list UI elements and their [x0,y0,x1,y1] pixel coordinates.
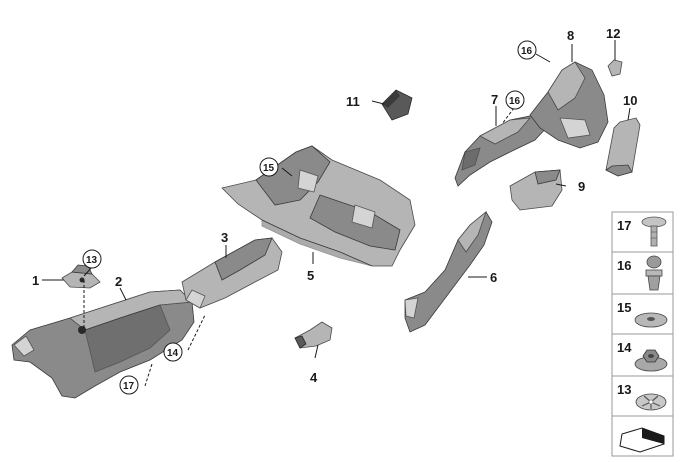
label-11: 11 [346,94,360,109]
push-rivet-icon [641,216,667,247]
expanding-rivet-icon [645,255,663,291]
part-9-panel[interactable] [509,169,563,211]
label-5: 5 [307,268,314,283]
part-4-pad[interactable] [294,321,333,349]
part-1-bracket[interactable] [61,264,101,289]
circle-16-upper: 16 [521,46,533,57]
legend-15-num: 15 [617,300,631,315]
label-6: 6 [490,270,497,285]
circle-13: 13 [86,255,98,266]
fastener-legend: 17 16 15 14 13 [611,211,674,457]
label-10: 10 [623,93,637,108]
spring-clip-icon [635,393,667,411]
label-9: 9 [578,179,585,194]
label-7: 7 [491,92,498,107]
part-3-heat-shield[interactable] [181,237,283,309]
leader-lines [42,40,631,387]
label-1: 1 [32,273,39,288]
hex-nut-icon [634,349,668,372]
part-6-side-panel[interactable] [404,210,493,333]
label-4: 4 [310,370,318,385]
label-2: 2 [115,274,122,289]
label-3: 3 [221,230,228,245]
circled-callouts: 13 14 15 16 16 17 [82,40,537,395]
label-12: 12 [606,26,620,41]
part-8-insulation[interactable] [529,61,609,149]
circle-17: 17 [123,381,135,392]
legend-14-num: 14 [617,340,632,355]
circle-16-lower: 16 [509,96,521,107]
part-2-heat-shield[interactable] [11,289,195,399]
part-12-block[interactable] [607,59,623,77]
part-7-panel[interactable] [454,113,549,187]
part-10-pad[interactable] [605,117,641,177]
wedge-symbol-icon [619,427,665,453]
legend-16-num: 16 [617,258,631,273]
circle-14: 14 [167,348,179,359]
circle-15: 15 [263,163,275,174]
legend-17-num: 17 [617,218,631,233]
washer-icon [634,312,668,328]
label-8: 8 [567,28,574,43]
legend-13-num: 13 [617,382,631,397]
part-11-foam-block[interactable] [381,89,413,121]
part-number-labels: 1 2 3 4 5 6 7 8 9 10 11 12 [32,26,637,385]
